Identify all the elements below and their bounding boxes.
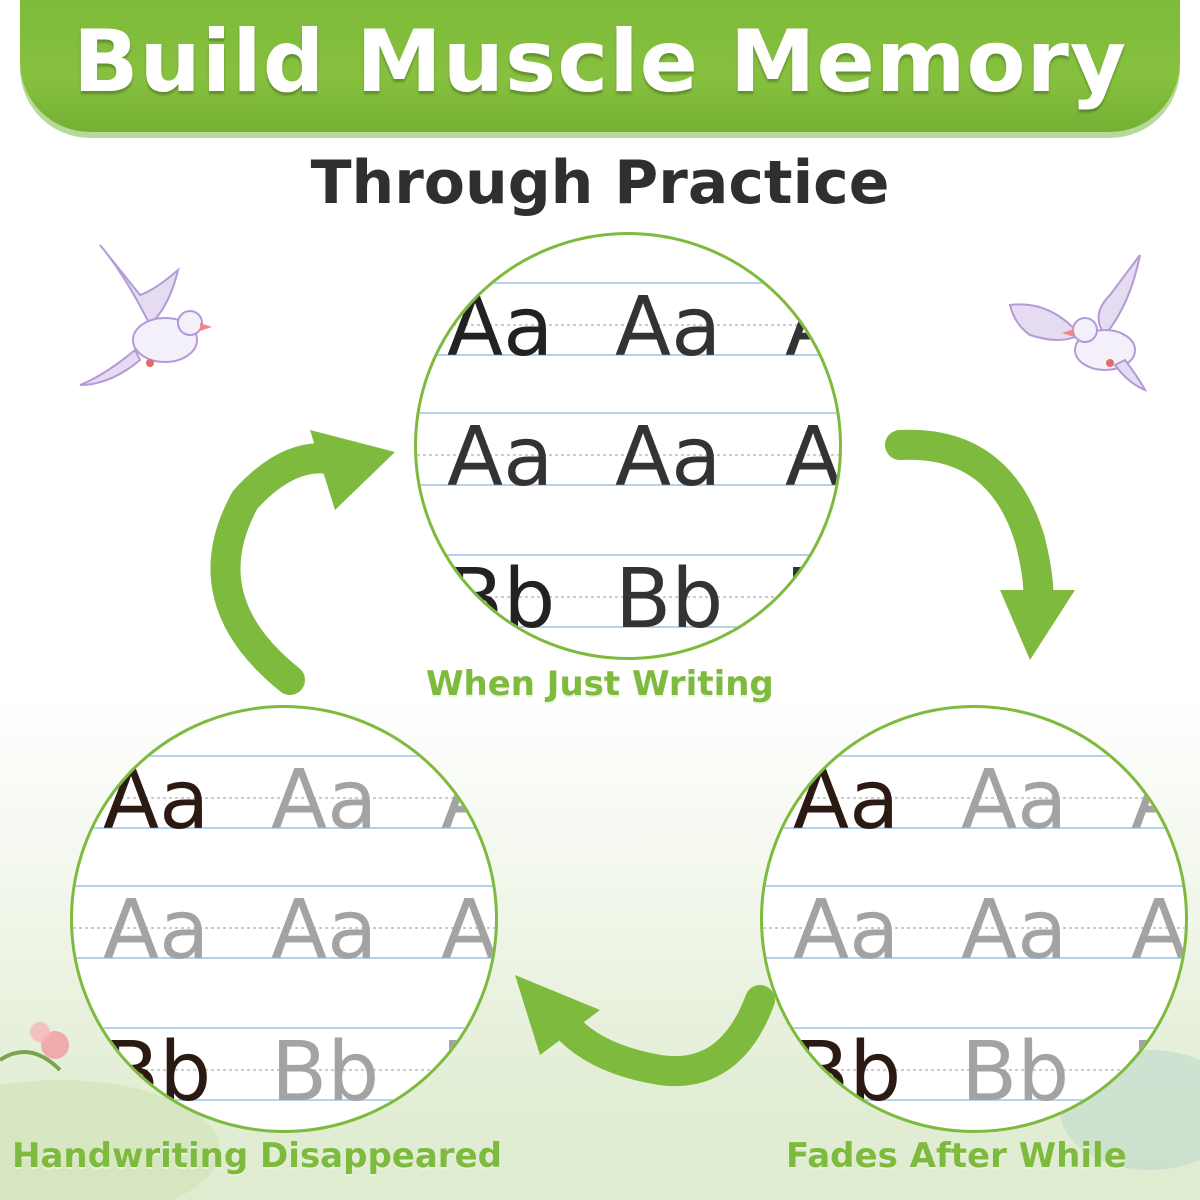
practice-letter: Bb xyxy=(103,1025,211,1120)
arrow-icon xyxy=(515,975,775,1087)
practice-letter: Aa xyxy=(615,410,721,505)
practice-letter: Bb xyxy=(793,1025,901,1120)
practice-letter: Aa xyxy=(447,280,553,375)
practice-letter: Aa xyxy=(615,280,721,375)
practice-letter: Bb xyxy=(615,552,723,647)
practice-letter: B xyxy=(441,1025,495,1120)
practice-letter: A xyxy=(1131,753,1185,848)
page-title: Build Muscle Memory xyxy=(72,12,1128,112)
practice-letter: Bb xyxy=(447,552,555,647)
practice-letter: Aa xyxy=(103,883,209,978)
practice-letter: Aa xyxy=(271,753,377,848)
stage-label-fading: Fades After While xyxy=(786,1136,1127,1176)
vine-icon xyxy=(0,1050,62,1072)
stage-label-disappeared: Handwriting Disappeared xyxy=(12,1136,502,1176)
practice-letter: Aa xyxy=(961,753,1067,848)
flower-icon xyxy=(30,1022,50,1042)
practice-letter: B xyxy=(785,552,839,647)
practice-letter: Aa xyxy=(103,753,209,848)
stage-label-writing: When Just Writing xyxy=(426,664,774,704)
practice-letter: B xyxy=(1131,1025,1185,1120)
practice-letter: Aa xyxy=(961,883,1067,978)
practice-letter: A xyxy=(785,280,839,375)
practice-letter: Aa xyxy=(271,883,377,978)
dove-icon xyxy=(1008,254,1148,392)
hill-shape xyxy=(0,1080,220,1200)
practice-letter: Bb xyxy=(961,1025,1069,1120)
title-banner xyxy=(20,0,1180,132)
practice-letter: A xyxy=(785,410,839,505)
practice-letter: Aa xyxy=(793,753,899,848)
practice-letter: Aa xyxy=(447,410,553,505)
page-subtitle: Through Practice xyxy=(310,148,890,218)
arrow-icon xyxy=(210,430,395,695)
practice-letter: Aa xyxy=(793,883,899,978)
dove-icon xyxy=(79,244,212,386)
practice-letter: A xyxy=(441,753,495,848)
practice-letter: Bb xyxy=(271,1025,379,1120)
arrow-icon xyxy=(885,429,1075,660)
practice-letter: A xyxy=(1131,883,1185,978)
practice-letter: A xyxy=(441,883,495,978)
